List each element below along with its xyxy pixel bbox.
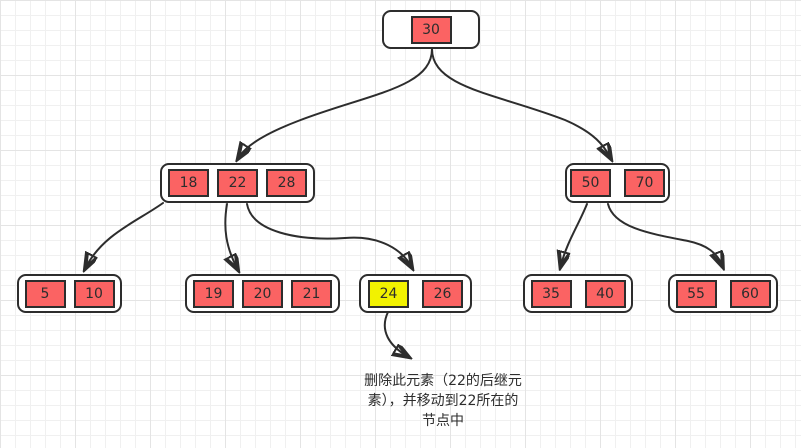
btree-node-leaf4[interactable]: 35 40: [523, 274, 633, 313]
key-5[interactable]: 5: [24, 279, 66, 308]
key-30[interactable]: 30: [410, 15, 452, 44]
btree-node-internal-right[interactable]: 50 70: [565, 163, 670, 203]
annotation-text: 删除此元素（22的后继元 素），并移动到22所在的 节点中: [330, 371, 556, 431]
btree-node-internal-left[interactable]: 18 22 28: [160, 163, 315, 203]
btree-node-leaf2[interactable]: 19 20 21: [185, 274, 340, 313]
key-55[interactable]: 55: [675, 279, 717, 308]
key-21[interactable]: 21: [291, 279, 332, 308]
key-20[interactable]: 20: [242, 279, 283, 308]
btree-node-root[interactable]: 30: [382, 10, 480, 49]
annotation-line: 删除此元素（22的后继元: [364, 373, 522, 389]
key-10[interactable]: 10: [73, 279, 115, 308]
key-19[interactable]: 19: [193, 279, 234, 308]
key-28[interactable]: 28: [266, 169, 307, 197]
edge-left-to-leaf3-arrow: [246, 203, 411, 266]
annotation-line: 节点中: [422, 413, 464, 429]
key-24-highlighted[interactable]: 24: [368, 279, 409, 308]
btree-node-leaf3[interactable]: 24 26: [359, 274, 472, 313]
key-22[interactable]: 22: [217, 169, 258, 197]
key-35[interactable]: 35: [530, 279, 572, 308]
btree-node-leaf1[interactable]: 5 10: [17, 274, 122, 313]
key-18[interactable]: 18: [168, 169, 209, 197]
edge-left-to-leaf1-arrow: [86, 202, 164, 267]
edge-key24-to-annotation-arrow: [383, 311, 407, 356]
edge-right-to-leaf5-arrow: [607, 203, 722, 265]
edge-right-to-leaf4-arrow: [561, 203, 588, 265]
annotation-line: 素），并移动到22所在的: [367, 393, 519, 409]
key-60[interactable]: 60: [729, 279, 771, 308]
key-26[interactable]: 26: [422, 279, 463, 308]
key-70[interactable]: 70: [624, 169, 665, 197]
btree-node-leaf5[interactable]: 55 60: [668, 274, 778, 313]
edge-root-to-internal-left-arrow: [239, 48, 433, 157]
edge-left-to-leaf2-arrow: [225, 203, 237, 268]
key-40[interactable]: 40: [584, 279, 626, 308]
key-50[interactable]: 50: [570, 169, 611, 197]
edge-root-to-internal-right-arrow: [431, 48, 610, 157]
